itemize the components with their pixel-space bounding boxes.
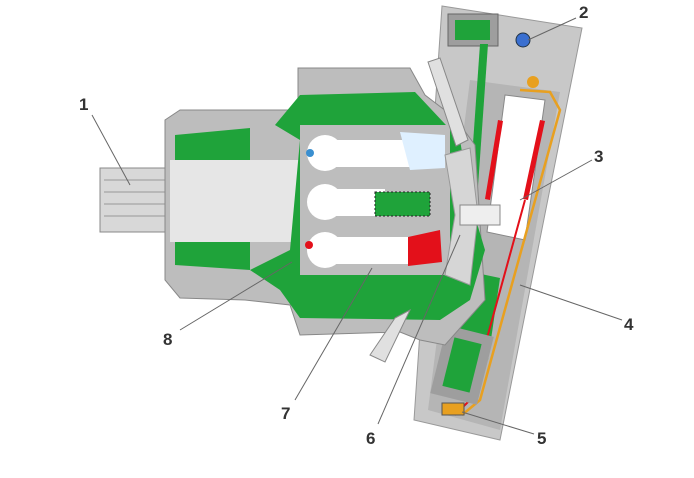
bottom-valve-spring [442, 337, 482, 393]
top-valve-channel [455, 20, 490, 40]
control-port [527, 76, 539, 88]
output-shaft [99, 167, 173, 233]
bottom-port [441, 402, 465, 416]
callout-8: 8 [163, 330, 172, 349]
callout-6: 6 [366, 429, 375, 448]
valve-port [515, 32, 531, 48]
servo-red-right [523, 120, 545, 200]
callout-2: 2 [579, 3, 588, 22]
callout-5: 5 [537, 429, 546, 448]
shaft-body [170, 160, 300, 242]
top-bolt [427, 57, 469, 147]
callout-1: 1 [79, 95, 88, 114]
piston-middle [307, 184, 431, 220]
bearing-top [175, 128, 250, 165]
piston-top [306, 132, 445, 171]
control-line [461, 88, 562, 416]
leader-lines [91, 17, 623, 435]
bottom-bolt [369, 308, 412, 363]
shaft-splines [104, 179, 165, 217]
servo-red-left [485, 120, 503, 200]
bearing-bottom [175, 235, 250, 270]
center-pin [459, 204, 501, 226]
callout-4: 4 [624, 315, 634, 334]
callout-3: 3 [594, 147, 603, 166]
piston-bottom [305, 230, 442, 268]
callout-7: 7 [281, 404, 290, 423]
